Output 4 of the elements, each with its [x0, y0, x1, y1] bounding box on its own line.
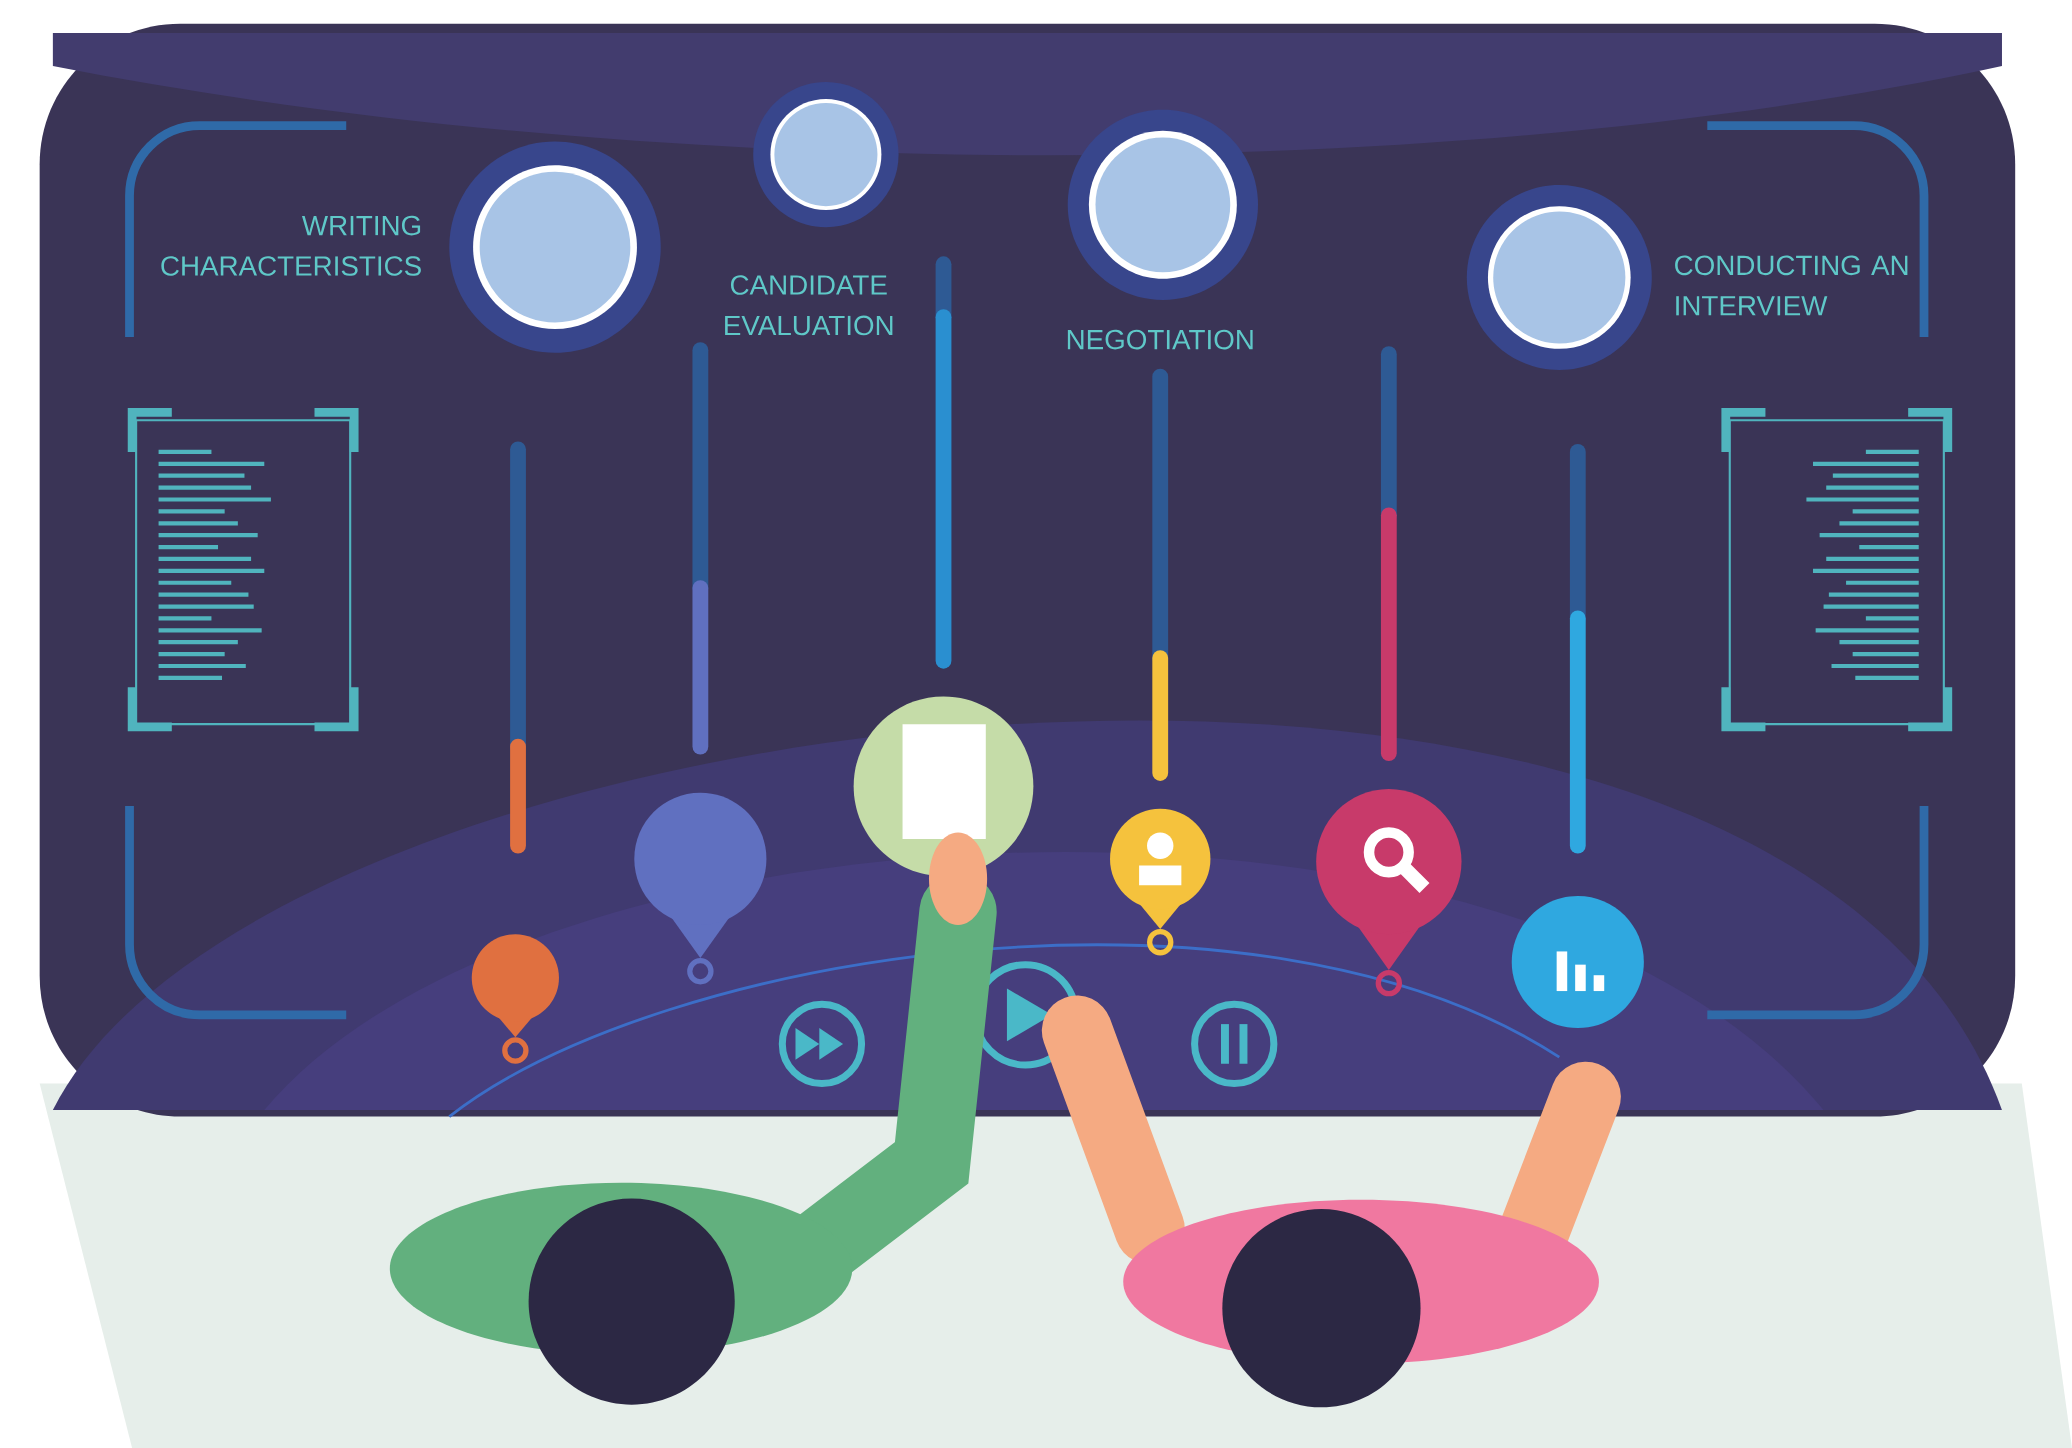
section-heading: WRITING CHARACTERISTICS — [161, 215, 421, 276]
section-heading: NEGOTIATION — [1067, 329, 1253, 350]
section-heading: CANDIDATE EVALUATION — [725, 275, 893, 336]
section-heading: CONDUCTING AN INTERVIEW — [1675, 255, 1908, 316]
